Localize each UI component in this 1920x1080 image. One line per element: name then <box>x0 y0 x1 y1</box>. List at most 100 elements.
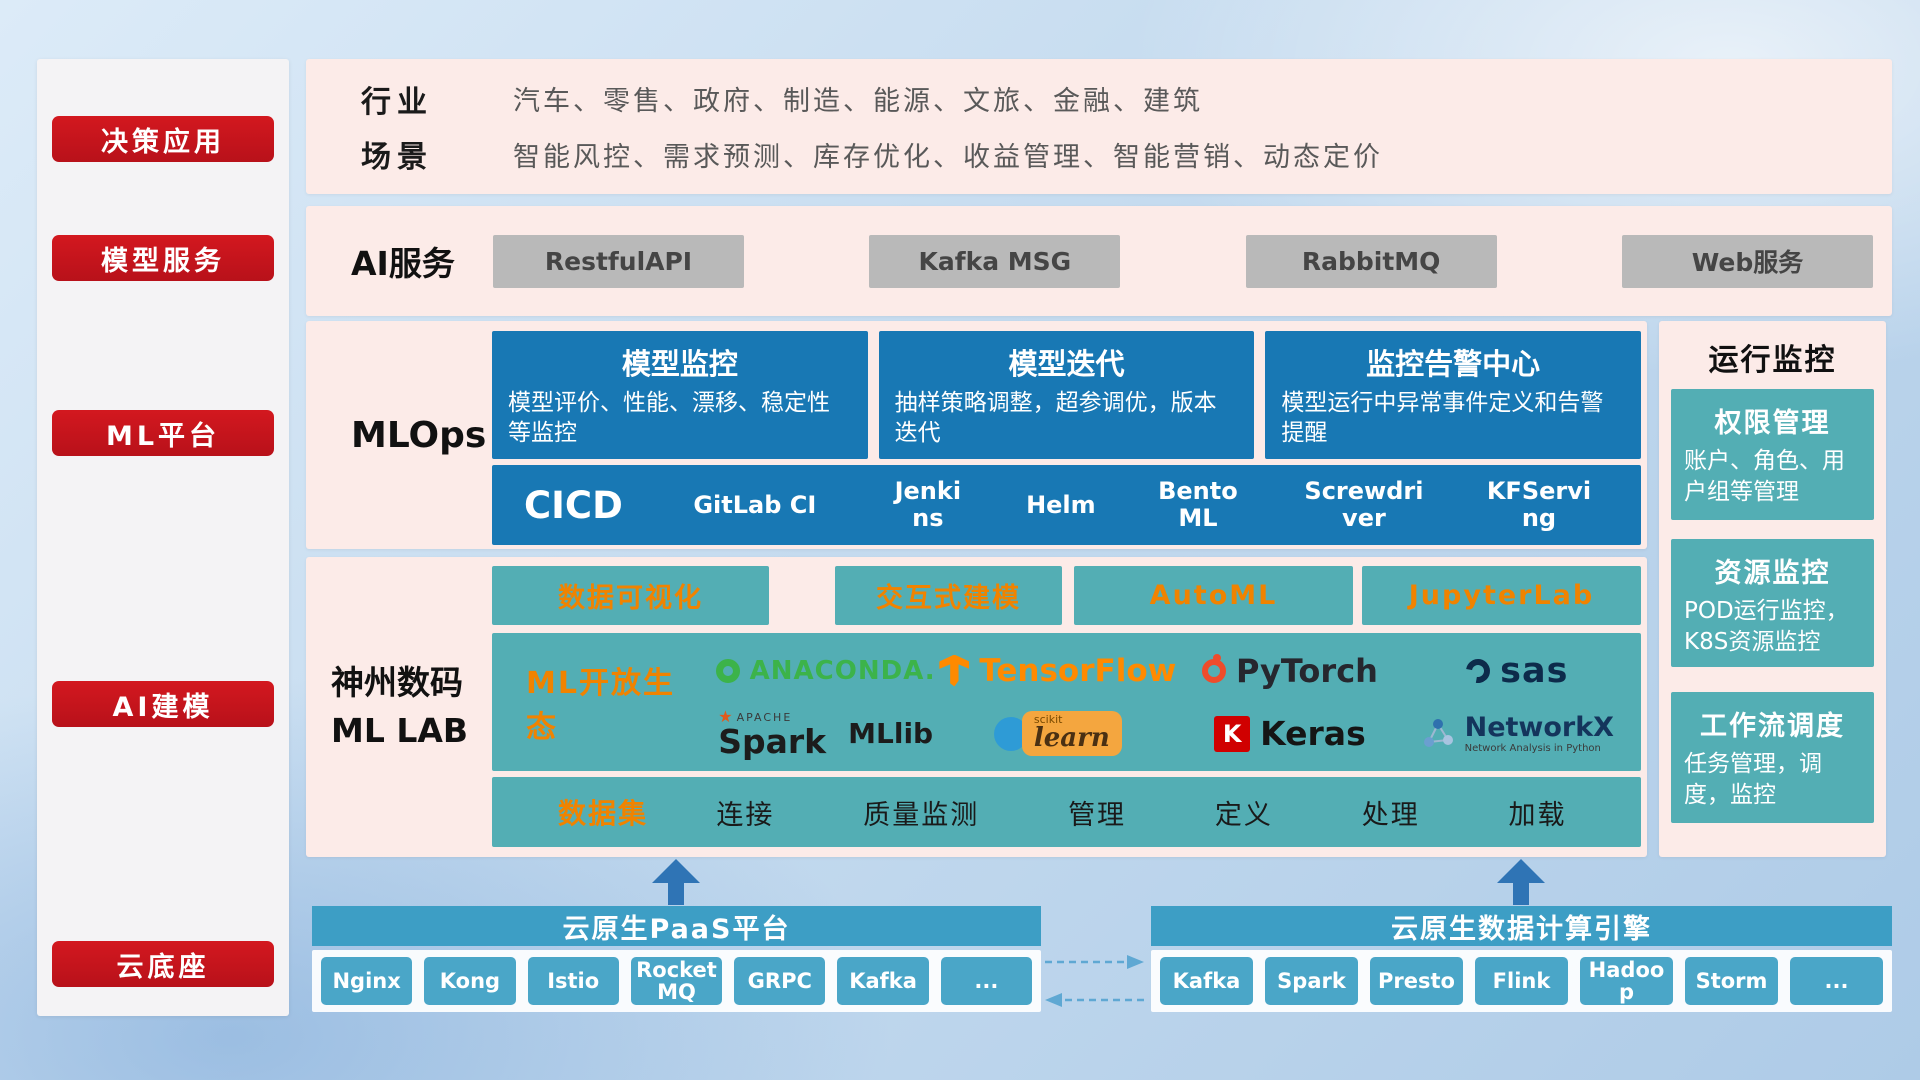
keras-icon: K <box>1214 715 1251 752</box>
card-model-monitoring: 模型监控 模型评价、性能、漂移、稳定性等监控 <box>492 331 868 459</box>
arrow-head <box>652 859 700 883</box>
card-title: 权限管理 <box>1714 408 1831 439</box>
arrow-stem <box>1513 883 1529 905</box>
spark-top: ★ APACHE <box>718 709 792 725</box>
chip-presto: Presto <box>1370 957 1463 1005</box>
chip-spark: Spark <box>1265 957 1358 1005</box>
card-title: 工作流调度 <box>1700 711 1845 742</box>
btn-jupyterlab: JupyterLab <box>1362 566 1641 625</box>
chip-more2: ... <box>1790 957 1883 1005</box>
card-permission-mgmt: 权限管理 账户、角色、用户组等管理 <box>1671 389 1874 520</box>
chip-nginx: Nginx <box>321 957 413 1005</box>
tensorflow-logo: TensorFlow <box>939 653 1176 689</box>
ai-service-panel: AI服务 RestfulAPI Kafka MSG RabbitMQ Web服务 <box>306 206 1892 316</box>
chip-grpc: GRPC <box>734 957 826 1005</box>
cicd-tools: GitLab CI Jenkins Helm BentoML Screwdriv… <box>651 478 1641 532</box>
sas-icon <box>1461 653 1495 688</box>
tensorflow-wordmark: TensorFlow <box>979 652 1177 689</box>
chip-hadoop: Hadoop <box>1580 957 1673 1005</box>
chip-istio: Istio <box>527 957 619 1005</box>
industry-line: 行业 汽车、零售、政府、制造、能源、文旅、金融、建筑 <box>306 77 1892 121</box>
arrow-head <box>1497 859 1545 883</box>
btn-interactive-modeling: 交互式建模 <box>835 566 1062 625</box>
chip-kafka: Kafka <box>837 957 929 1005</box>
card-workflow-scheduling: 工作流调度 任务管理，调度，监控 <box>1671 692 1874 823</box>
anaconda-icon <box>715 658 740 683</box>
dataset-item-quality: 质量监测 <box>863 799 980 831</box>
spark-word: Spark <box>718 722 827 761</box>
card-desc: 模型运行中异常事件定义和告警提醒 <box>1281 390 1604 446</box>
card-desc: 模型评价、性能、漂移、稳定性等监控 <box>508 390 830 446</box>
scene-list: 智能风控、需求预测、库存优化、收益管理、智能营销、动态定价 <box>513 141 1383 173</box>
ai-service-buttons: RestfulAPI Kafka MSG RabbitMQ Web服务 <box>493 234 1892 288</box>
chip-kafka2: Kafka <box>1160 957 1253 1005</box>
networkx-logo: NetworkX Network Analysis in Python <box>1421 712 1614 755</box>
sas-wordmark: sas <box>1500 650 1569 691</box>
up-arrow-right <box>1497 859 1545 905</box>
chip-flink: Flink <box>1475 957 1568 1005</box>
tool-jenkins: Jenkins <box>894 477 962 532</box>
scikit-small: scikit <box>1033 713 1063 726</box>
layer-ai-modeling: AI建模 <box>52 681 274 727</box>
layer-ml-platform: ML平台 <box>52 410 274 456</box>
chip-storm: Storm <box>1685 957 1778 1005</box>
card-model-iteration: 模型迭代 抽样策略调整，超参调优，版本迭代 <box>878 331 1255 459</box>
card-title: 监控告警中心 <box>1366 347 1541 381</box>
service-web: Web服务 <box>1621 234 1873 288</box>
card-resource-monitoring: 资源监控 POD运行监控，K8S资源监控 <box>1671 539 1874 667</box>
industry-label: 行业 <box>361 84 433 120</box>
scikit-learn-logo: scikit learn <box>993 711 1122 756</box>
spark-star-icon: ★ <box>718 707 733 726</box>
chip-rocketmq: RocketMQ <box>630 957 723 1005</box>
anaconda-logo: ANACONDA. <box>715 656 936 686</box>
tool-helm: Helm <box>1026 490 1096 519</box>
layer-cloud-base: 云底座 <box>52 941 274 987</box>
cicd-label: CICD <box>524 483 623 527</box>
networkx-icon <box>1423 719 1453 748</box>
card-title: 模型迭代 <box>1008 347 1125 381</box>
btn-automl: AutoML <box>1074 566 1353 625</box>
dataset-items: 连接 质量监测 管理 定义 处理 加载 <box>672 793 1641 832</box>
dataset-label: 数据集 <box>558 797 649 830</box>
mllab-label-line2: ML LAB <box>331 711 469 750</box>
card-desc: 账户、角色、用户组等管理 <box>1684 448 1845 506</box>
card-desc: 抽样策略调整，超参调优，版本迭代 <box>894 390 1217 446</box>
mlops-cards: 模型监控 模型评价、性能、漂移、稳定性等监控 模型迭代 抽样策略调整，超参调优，… <box>492 331 1642 459</box>
industry-list: 汽车、零售、政府、制造、能源、文旅、金融、建筑 <box>513 86 1203 118</box>
tool-screwdriver: Screwdriver <box>1304 477 1424 532</box>
scene-line: 场景 智能风控、需求预测、库存优化、收益管理、智能营销、动态定价 <box>306 132 1892 176</box>
spark-apache-label: APACHE <box>736 710 793 724</box>
spark-mllib-logo: ★ APACHE Spark MLlib <box>718 709 933 761</box>
ai-service-label: AI服务 <box>351 244 455 283</box>
ml-ecosystem-label: ML开放生态 <box>526 666 675 745</box>
mllab-label: 神州数码 ML LAB <box>331 659 491 755</box>
left-layer-sidebar <box>37 59 289 1016</box>
dataset-item-connect: 连接 <box>716 799 775 831</box>
ml-ecosystem-logos: ANACONDA. TensorFlow PyTorch sas ★ APACH… <box>702 633 1641 771</box>
service-restfulapi: RestfulAPI <box>493 234 744 288</box>
mllab-label-line1: 神州数码 <box>331 663 463 703</box>
runtime-monitoring-panel: 运行监控 权限管理 账户、角色、用户组等管理 资源监控 POD运行监控，K8S资… <box>1659 321 1886 857</box>
paas-platform-strip: Nginx Kong Istio RocketMQ GRPC Kafka ... <box>312 950 1041 1012</box>
layer-decision-application: 决策应用 <box>52 116 274 162</box>
card-title: 资源监控 <box>1714 558 1831 589</box>
dataset-item-process: 处理 <box>1361 799 1420 831</box>
tool-bentoml: BentoML <box>1158 477 1238 532</box>
mllab-panel: 神州数码 ML LAB 数据可视化 交互式建模 AutoML JupyterLa… <box>306 557 1647 857</box>
paas-platform-header: 云原生PaaS平台 <box>312 906 1041 946</box>
card-alert-center: 监控告警中心 模型运行中异常事件定义和告警提醒 <box>1265 331 1642 459</box>
chip-more: ... <box>940 957 1032 1005</box>
keras-logo: K Keras <box>1214 714 1366 753</box>
networkx-subtitle: Network Analysis in Python <box>1464 743 1601 755</box>
scikit-word: learn <box>1033 723 1110 753</box>
pytorch-icon <box>1201 653 1226 683</box>
card-title: 模型监控 <box>621 347 738 381</box>
runtime-monitoring-title: 运行监控 <box>1708 343 1837 378</box>
cicd-bar: CICD GitLab CI Jenkins Helm BentoML Scre… <box>492 465 1641 545</box>
sas-logo: sas <box>1461 650 1569 691</box>
spark-wordmark: ★ APACHE Spark <box>718 709 827 761</box>
dataset-item-define: 定义 <box>1214 799 1273 831</box>
data-flow-dashed-arrows <box>1045 955 1144 1007</box>
service-kafka-msg: Kafka MSG <box>869 234 1121 288</box>
pytorch-logo: PyTorch <box>1201 652 1378 690</box>
